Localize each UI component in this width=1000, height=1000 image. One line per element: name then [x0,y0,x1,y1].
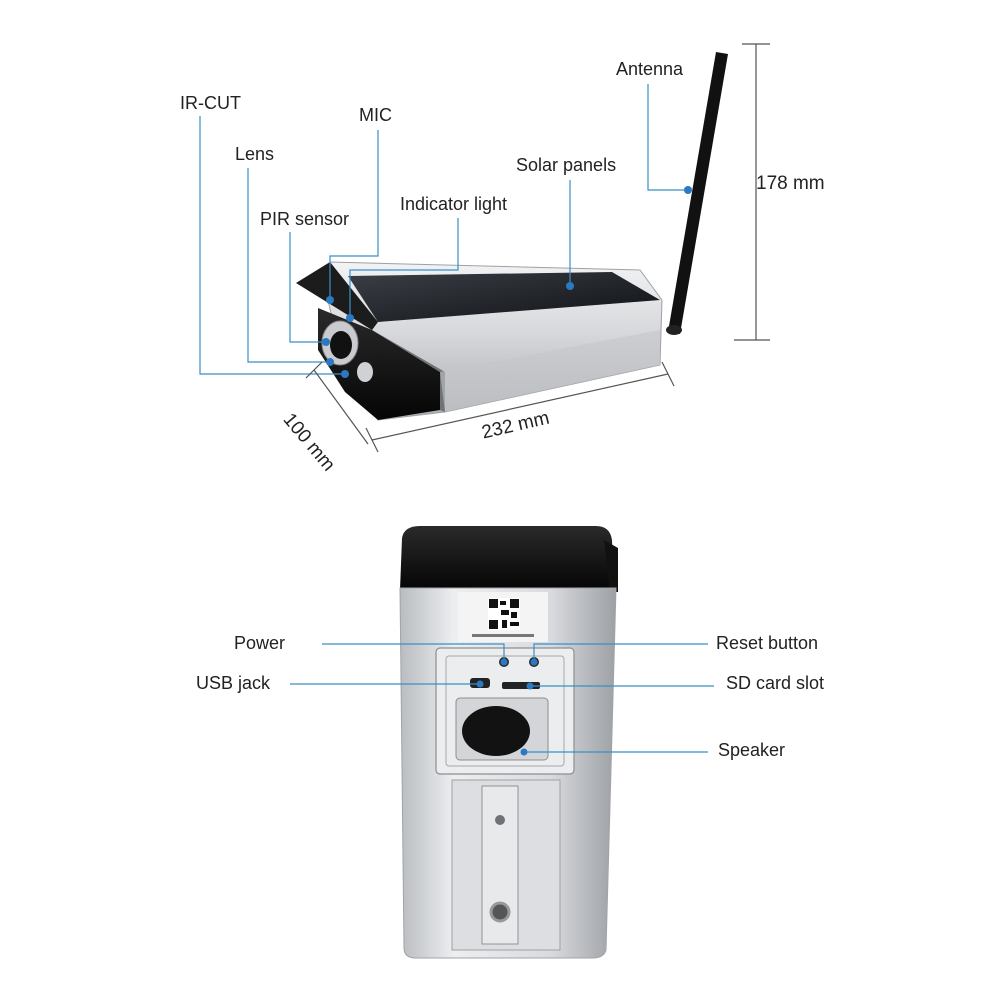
solar-dot [566,282,574,290]
callout-lines-top [199,84,688,375]
ir-cut-line [199,116,345,375]
callout-lines-bottom [290,643,714,753]
pir-dot [322,338,330,346]
label-solar-panels: Solar panels [516,155,617,175]
solar-panel [348,272,660,322]
reset-line [533,643,708,662]
mic-line [329,130,379,300]
callout-dots-top [322,186,692,378]
power-dot [500,658,508,666]
label-power: Power [234,633,286,653]
lens-dot [326,358,334,366]
ir-window [357,362,373,382]
label-speaker: Speaker [718,740,786,760]
usb-dot [476,680,484,688]
indicator-dot [346,314,354,322]
label-ir-cut: IR-CUT [180,93,241,113]
length-dim-line [371,373,669,441]
indicator-line [349,218,459,318]
speaker [462,706,530,756]
callout-dots-bottom [476,658,538,756]
reset-dot [530,658,538,666]
camera-back-view [399,526,618,959]
sd-dot [526,682,534,690]
label-reset-button: Reset button [716,633,819,653]
dimension-height: 178 mm [756,173,825,194]
antenna-base [666,325,682,335]
ir-cut-dot [341,370,349,378]
back-hood [400,526,614,590]
label-pir-sensor: PIR sensor [260,209,350,229]
label-lens: Lens [235,144,275,164]
power-line [322,643,505,662]
mic-dot [326,296,334,304]
label-indicator-light: Indicator light [400,194,508,214]
pir-line [289,232,326,343]
camera-side-view [296,52,728,421]
qr-code-icon [488,598,520,630]
depth-dim-line [313,369,369,445]
antenna [668,52,728,334]
antenna-line [647,84,688,191]
speaker-dot [520,748,528,756]
front-hood [296,262,378,330]
label-mic: MIC [359,105,392,125]
antenna-dot [684,186,692,194]
mount-screw-top [495,815,505,825]
lens-line [247,168,330,363]
label-sd-card-slot: SD card slot [726,673,825,693]
dimension-lines [305,43,770,453]
label-antenna: Antenna [616,59,684,79]
mount-screw-bottom [489,901,511,923]
lens [330,331,352,359]
label-usb-jack: USB jack [196,673,271,693]
